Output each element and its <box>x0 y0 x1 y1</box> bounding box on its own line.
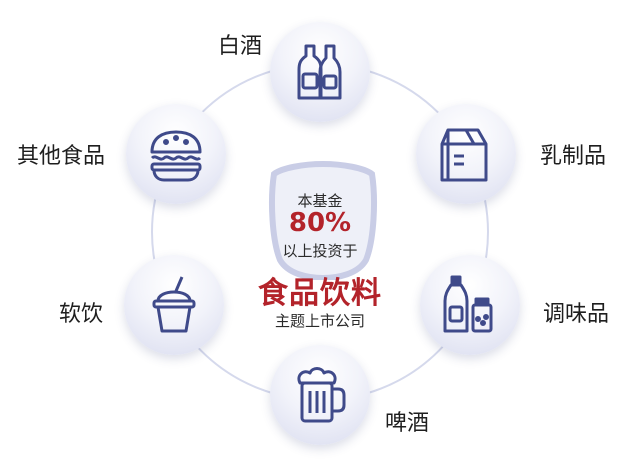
node-condiments <box>420 255 520 355</box>
label-other-food: 其他食品 <box>17 144 106 169</box>
node-soft-drink <box>124 255 224 355</box>
node-other-food <box>126 104 226 204</box>
label-condiments: 调味品 <box>543 302 610 327</box>
center-shield <box>269 160 377 280</box>
label-dairy: 乳制品 <box>540 144 607 169</box>
beer-mug-icon <box>297 367 346 423</box>
condiment-bottles-icon <box>443 275 493 333</box>
center-line-5: 主题上市公司 <box>274 312 365 330</box>
center-line-1: 本基金 <box>297 192 343 210</box>
center-headline: 食品饮料 <box>258 276 382 311</box>
burger-icon <box>150 130 202 182</box>
soft-drink-cup-icon <box>152 276 196 333</box>
milk-carton-icon <box>440 128 488 182</box>
center-percent: 80% <box>288 208 352 238</box>
node-dairy <box>416 104 516 204</box>
liquor-bottles-icon <box>297 44 342 100</box>
center-line-3: 以上投资于 <box>282 242 358 260</box>
node-beer <box>270 345 370 445</box>
label-soft-drink: 软饮 <box>59 302 104 327</box>
node-baijiu <box>270 22 370 122</box>
label-baijiu: 白酒 <box>218 34 263 59</box>
label-beer: 啤酒 <box>385 411 430 436</box>
